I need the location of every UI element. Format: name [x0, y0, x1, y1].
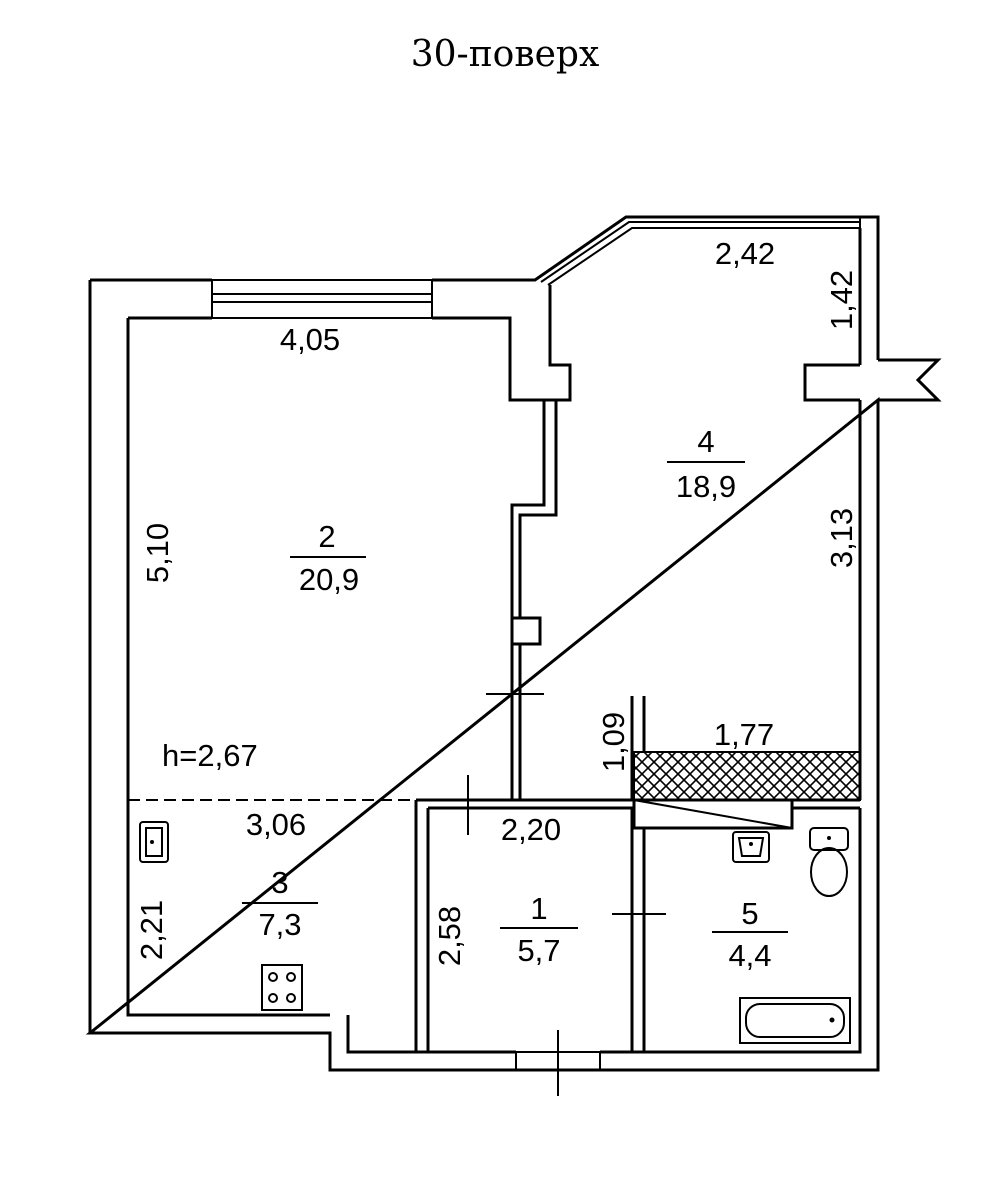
dim-room3-length: 2,21	[134, 900, 169, 960]
dim-room3-width: 3,06	[246, 807, 306, 842]
window-room4	[534, 216, 861, 286]
window-room1	[515, 1030, 601, 1096]
exterior-walls	[85, 215, 942, 1072]
dim-room4-top: 2,42	[715, 236, 775, 271]
room-area: 20,9	[299, 562, 359, 597]
dim-niche-width: 1,77	[714, 717, 774, 752]
bathtub-icon	[739, 997, 851, 1044]
ceiling-height: h=2,67	[162, 738, 258, 773]
toilet-icon	[809, 827, 849, 897]
room-area: 4,4	[728, 938, 771, 973]
room-area: 18,9	[676, 469, 736, 504]
room-number: 4	[697, 424, 714, 459]
room-area: 7,3	[258, 907, 301, 942]
room-number: 5	[741, 896, 758, 931]
room-3-label: 3 7,3	[242, 865, 318, 942]
floor-title: 30-поверх	[411, 34, 600, 75]
room-2-label: 2 20,9	[290, 519, 366, 597]
dim-room1-width: 2,20	[501, 812, 561, 847]
room-5-label: 5 4,4	[712, 896, 788, 973]
dim-niche-depth: 1,09	[596, 712, 631, 772]
room-1-label: 1 5,7	[500, 891, 578, 968]
room-number: 1	[530, 891, 547, 926]
room-area: 5,7	[517, 933, 560, 968]
room-4-label: 4 18,9	[667, 424, 745, 504]
sink-icon	[139, 821, 169, 863]
stove-icon	[261, 964, 303, 1011]
washbasin-icon	[732, 831, 770, 863]
dim-room4-length: 3,13	[824, 508, 859, 568]
room-number: 3	[271, 865, 288, 900]
dim-room1-length: 2,58	[432, 906, 467, 966]
dim-room4-balcony: 1,42	[824, 270, 859, 330]
window-room2	[211, 279, 433, 319]
dim-room2-width: 4,05	[280, 322, 340, 357]
hatched-niche	[633, 751, 861, 801]
room-number: 2	[318, 519, 335, 554]
dim-room2-length: 5,10	[140, 523, 175, 583]
interior-walls	[414, 400, 860, 1052]
